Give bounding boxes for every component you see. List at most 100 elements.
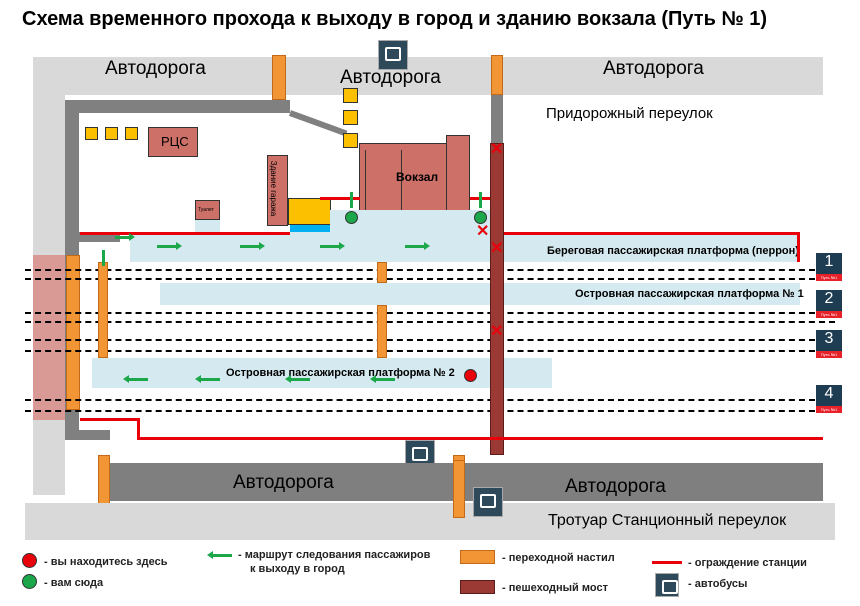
station-fence (504, 232, 800, 235)
road-label: Автодорога (565, 476, 666, 497)
route-arrow-up (102, 250, 105, 266)
crossing (98, 262, 108, 358)
sidewalk (25, 503, 835, 540)
goal-marker (474, 211, 487, 224)
toilet-building: Туалет (195, 200, 220, 220)
rcs-label: РЦС (161, 134, 189, 149)
wall (491, 95, 503, 145)
kiosk (343, 133, 358, 148)
wall (65, 100, 290, 113)
wall (65, 232, 120, 242)
kiosk (85, 127, 98, 140)
track-label: Путь №1 (816, 351, 842, 358)
route-arrow-up (350, 192, 353, 208)
street-label: Тротуар Станционный переулок (548, 512, 787, 529)
closed-icon: ✕ (490, 323, 504, 340)
legend-bridge-icon (460, 580, 495, 594)
route-arrow (285, 375, 310, 383)
wall (288, 110, 348, 137)
garage-label: Здание гаража (269, 160, 279, 217)
legend-bridge: - пешеходный мост (502, 582, 608, 594)
page-title: Схема временного прохода к выходу в горо… (22, 8, 768, 30)
legend-route: - маршрут следования пассажиров (238, 549, 431, 561)
rail (25, 312, 815, 314)
track-number: 2 (824, 290, 834, 307)
platform-label: Береговая пассажирская платформа (перрон… (547, 245, 799, 257)
station-fence (797, 232, 800, 262)
legend-fence-icon (652, 561, 682, 564)
route-arrow (240, 242, 265, 250)
road-label: Автодорога (233, 472, 334, 493)
garage-annex-blue (290, 225, 330, 234)
rail (25, 321, 835, 323)
legend-bus: - автобусы (688, 578, 748, 590)
route-arrow (405, 242, 430, 250)
legend-route-icon (207, 551, 232, 559)
route-arrow (370, 375, 395, 383)
legend-crossing-icon (460, 550, 495, 564)
pedestrian-bridge (490, 143, 504, 455)
track-label: Путь №1 (816, 406, 842, 413)
kiosk (105, 127, 118, 140)
legend-here-icon (22, 553, 37, 568)
closed-icon: ✕ (490, 141, 504, 158)
track-number: 1 (824, 253, 834, 270)
top-road (33, 57, 823, 95)
road-label: Автодорога (340, 67, 441, 88)
track-label: Путь №1 (816, 274, 842, 281)
station-building (446, 135, 470, 220)
station-label: Вокзал (396, 170, 439, 184)
station-fence (137, 418, 140, 438)
rail (25, 410, 815, 412)
rail (25, 269, 815, 271)
rcs-building: РЦС (148, 127, 198, 157)
crossing (377, 262, 387, 283)
kiosk (343, 88, 358, 103)
rail (25, 278, 815, 280)
bus-icon (378, 40, 408, 70)
bottom-road (110, 463, 823, 501)
crossing (491, 55, 503, 95)
route-arrow (195, 375, 220, 383)
station-forecourt (330, 210, 500, 234)
route-arrow (157, 242, 182, 250)
crossing (453, 460, 465, 518)
route-arrow-up (479, 192, 482, 208)
platform-label: Островная пассажирская платформа № 1 (575, 288, 804, 300)
closed-icon: ✕ (490, 240, 504, 257)
route-arrow (320, 242, 345, 250)
bus-icon (473, 487, 503, 517)
crossing (66, 255, 80, 410)
legend-route: к выходу в город (250, 563, 345, 575)
island-platform-1 (160, 283, 800, 305)
garage-building: Здание гаража (267, 155, 288, 226)
road-label: Автодорога (105, 58, 206, 79)
route-arrow (115, 233, 135, 241)
legend-crossing: - переходной настил (502, 552, 615, 564)
street-label: Придорожный переулок (546, 105, 713, 122)
legend-goal-icon (22, 574, 37, 589)
you-are-here-marker (464, 369, 477, 382)
platform-label: Островная пассажирская платформа № 2 (226, 367, 455, 379)
crossing (272, 55, 286, 100)
station-fence (80, 232, 290, 235)
legend-here: - вы находитесь здесь (44, 556, 168, 568)
crossing (98, 455, 110, 505)
legend-fence: - ограждение станции (688, 557, 807, 569)
station-building (365, 150, 402, 220)
kiosk (125, 127, 138, 140)
left-road-crossing (33, 255, 65, 420)
rail (25, 350, 815, 352)
station-fence (80, 418, 138, 421)
garage-annex (288, 198, 331, 225)
station-fence (137, 437, 823, 440)
wall (65, 430, 110, 440)
closed-icon: ✕ (476, 223, 490, 240)
station-fence (320, 197, 360, 200)
rail (25, 399, 815, 401)
legend-goal: - вам сюда (44, 577, 104, 589)
